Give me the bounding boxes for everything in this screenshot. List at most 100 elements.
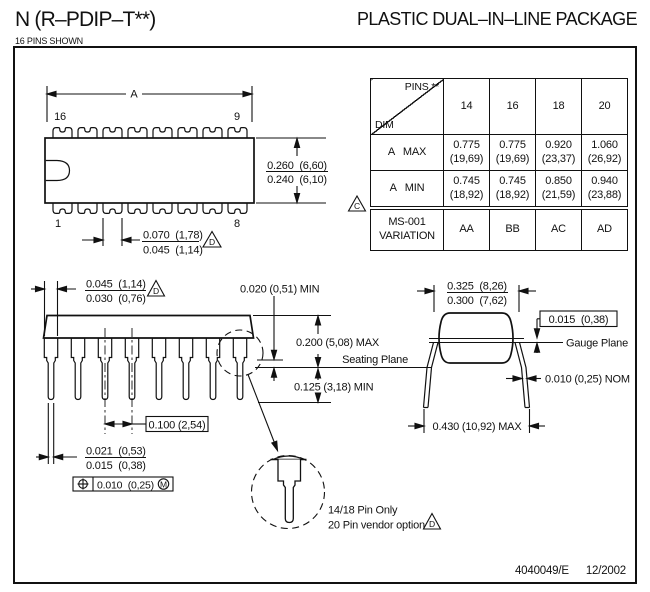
end-view-leads [422, 342, 531, 409]
dim-lead-width [36, 403, 146, 464]
pins-shown-note: 16 PINS SHOWN [15, 36, 83, 46]
page-title: N (R–PDIP–T**) [15, 8, 156, 31]
detail-view-circle [250, 454, 326, 530]
seating-plane-label: Seating Plane [342, 354, 408, 366]
detail-callout-circle [216, 329, 264, 377]
drawing-border [13, 46, 637, 584]
note-triangle [347, 194, 367, 212]
table-row: MS-001 VARIATION AA BB AC AD [370, 206, 628, 251]
note-d-marker: D [153, 286, 159, 296]
table-cell: 0.850 (21,59) [535, 170, 582, 209]
doc-number: 4040049/E [514, 565, 569, 577]
body-width-max: 0.260 (6,60) [267, 160, 327, 172]
dim-gauge-offset [533, 310, 618, 353]
table-note [347, 194, 367, 212]
mmc-modifier-circle [157, 478, 170, 490]
lead-span-max: 0.325 (8,26) [447, 281, 507, 293]
body-height-label: 0.200 (5,08) MAX [296, 337, 380, 349]
dim-body-height [253, 314, 331, 368]
top-view [44, 86, 328, 248]
end-view [408, 285, 618, 433]
position-tolerance-icon [77, 478, 89, 490]
note-triangle [202, 230, 222, 248]
note-triangle [146, 279, 166, 297]
col-header: 14 [443, 78, 490, 135]
table-corner-cell: PINS ** DIM [370, 78, 444, 135]
col-header: 20 [581, 78, 628, 135]
table-header-row: PINS ** DIM 14 16 18 20 [370, 78, 628, 135]
note-d-marker: D [209, 237, 215, 247]
pin-16-label: 16 [54, 111, 66, 123]
dimension-table: PINS ** DIM 14 16 18 20 A MAX 0.775 (19,… [370, 78, 628, 251]
dim-standoff [257, 296, 283, 381]
end-view-labels: 0.325 (8,26) 0.300 (7,62) 0.015 (0,38) G… [433, 281, 631, 434]
mmc-modifier: M [160, 480, 167, 490]
note-c-marker: C [354, 201, 360, 211]
detail-note-line1: 14/18 Pin Only [328, 505, 398, 517]
lead-width-min: 0.015 (0,38) [86, 460, 146, 472]
dim-lead-length [258, 368, 331, 404]
note-d-marker: D [429, 519, 435, 529]
row-label: A MAX [370, 134, 444, 171]
lead-span-min: 0.300 (7,62) [447, 295, 507, 307]
detail-pin-shape [277, 459, 302, 524]
table-cell: 0.940 (23,88) [581, 170, 628, 209]
dim-pitch [104, 415, 209, 433]
table-cell: AD [581, 206, 628, 251]
standoff-label: 0.020 (0,51) MIN [240, 284, 320, 296]
table-cell: AC [535, 206, 582, 251]
detail-note-line2: 20 Pin vendor option [328, 520, 425, 532]
lead-shoulder-min: 0.045 (1,14) [143, 245, 203, 257]
table-row: A MAX 0.775 (19,69) 0.775 (19,69) 0.920 … [370, 134, 628, 171]
position-tolerance-value: 0.010 (0,25) [97, 480, 154, 492]
table-cell: AA [443, 206, 490, 251]
table-row: A MIN 0.745 (18,92) 0.745 (18,92) 0.850 … [370, 170, 628, 209]
row-label: MS-001 VARIATION [370, 206, 444, 251]
dim-body-width [256, 137, 328, 204]
package-body-side-view [42, 314, 255, 339]
pitch-label: 0.100 (2,54) [149, 420, 206, 432]
doc-date: 12/2002 [585, 565, 626, 577]
col-header: 18 [535, 78, 582, 135]
pin-1-label: 1 [55, 218, 61, 230]
table-cell: 0.745 (18,92) [443, 170, 490, 209]
corner-dim-label: DIM [375, 118, 394, 131]
package-type-title: PLASTIC DUAL–IN–LINE PACKAGE [357, 9, 638, 29]
package-body-top-view [44, 137, 255, 204]
dim-a-label: A [130, 89, 138, 101]
gauge-offset-label: 0.015 (0,38) [549, 314, 609, 326]
side-view [31, 279, 431, 492]
table-cell: 0.745 (18,92) [489, 170, 536, 209]
note-triangle [422, 512, 442, 530]
dim-a [46, 86, 253, 122]
detail-view-labels: 14/18 Pin Only 20 Pin vendor option D [328, 505, 435, 532]
dim-overall-span [408, 409, 545, 433]
shoulder-width-min: 0.030 (0,76) [86, 293, 146, 305]
body-width-min: 0.240 (6,10) [267, 174, 327, 186]
row-label: A MIN [370, 170, 444, 209]
dim-shoulder-width [31, 281, 146, 336]
dim-lead-shoulder [82, 218, 199, 246]
table-cell: 0.920 (23,37) [535, 134, 582, 171]
gauge-plane-label: Gauge Plane [566, 338, 628, 350]
shoulder-width-max: 0.045 (1,14) [86, 279, 146, 291]
overall-span-label: 0.430 (10,92) MAX [433, 421, 523, 433]
top-view-labels: A 16 9 1 8 0.260 (6,60) 0.240 (6,10) 0.0… [54, 89, 327, 257]
lead-shoulder-max: 0.070 (1,78) [143, 230, 203, 242]
lead-width-max: 0.021 (0,53) [86, 446, 146, 458]
dim-lead-span [417, 285, 536, 312]
detail-view [250, 454, 442, 530]
table-cell: BB [489, 206, 536, 251]
corner-pins-label: PINS ** [404, 81, 439, 93]
lead-thickness-label: 0.010 (0,25) NOM [545, 374, 630, 386]
col-header: 16 [489, 78, 536, 135]
position-tolerance-frame [72, 476, 174, 492]
lead-length-label: 0.125 (3,18) MIN [294, 382, 374, 394]
dim-lead-thickness [506, 375, 541, 382]
table-cell: 1.060 (26,92) [581, 134, 628, 171]
table-cell: 0.775 (19,69) [443, 134, 490, 171]
pin1-index-notch [45, 159, 71, 182]
pin-9-label: 9 [234, 111, 240, 123]
